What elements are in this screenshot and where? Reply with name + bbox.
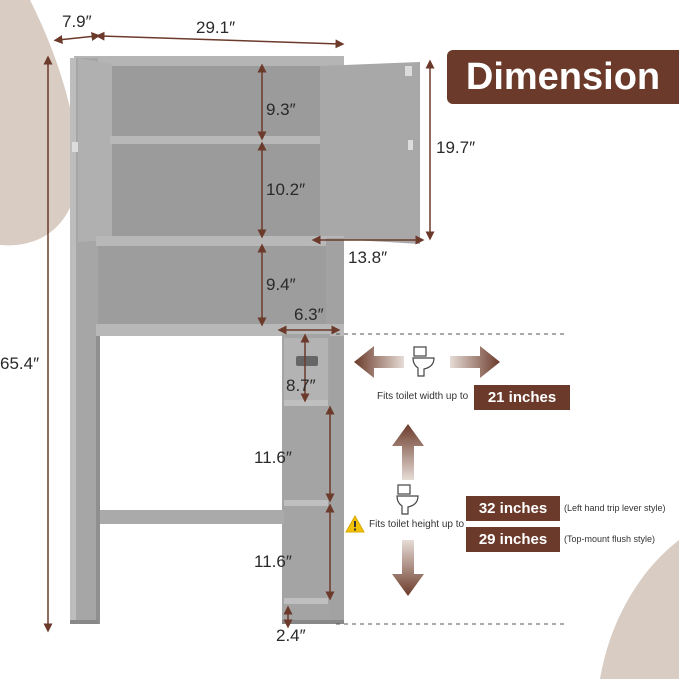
- decor-blob-topleft: [0, 0, 79, 246]
- decor-blob-bottomright: [600, 540, 679, 679]
- dim-depth: 7.9″: [62, 12, 92, 31]
- depth-line: [53, 31, 101, 45]
- page-title: Dimension: [447, 50, 679, 104]
- dim-width: 29.1″: [196, 18, 236, 37]
- dim-door-width: 13.8″: [348, 248, 388, 267]
- toilet-height-option2-value: 29 inches: [466, 527, 560, 552]
- warning-icon: [345, 515, 365, 533]
- dim-drawer-width: 6.3″: [294, 305, 324, 324]
- toilet-height-option2-note: (Top-mount flush style): [564, 534, 656, 544]
- toilet-icon: [412, 346, 435, 377]
- toilet-height-option1-note: (Left hand trip lever style): [564, 503, 666, 513]
- cabinet-left-door: [78, 58, 112, 242]
- dim-shelf-top: 9.3″: [266, 100, 296, 119]
- horizontal-arrow-icon: [354, 346, 500, 378]
- width-line: [95, 31, 345, 49]
- toilet-height-label: Fits toilet height up to: [369, 519, 465, 530]
- toilet-icon: [396, 484, 419, 515]
- cabinet-inner-shelf: [110, 136, 320, 144]
- open-shelf-back: [98, 246, 326, 326]
- dim-shelf-mid: 10.2″: [266, 180, 306, 199]
- dim-open-shelf: 9.4″: [266, 275, 296, 294]
- cabinet-bottom-shelf: [96, 236, 344, 246]
- cross-bar: [96, 510, 284, 524]
- toilet-width-label: Fits toilet width up to: [377, 391, 469, 402]
- cabinet-top: [74, 56, 344, 66]
- dim-cabinet-height: 19.7″: [436, 138, 476, 157]
- toilet-height-option1-value: 32 inches: [466, 496, 560, 521]
- cabinet-right-door: [320, 62, 420, 244]
- dim-drawer-height: 8.7″: [286, 376, 316, 395]
- dim-side-shelf-1: 11.6″: [254, 448, 292, 467]
- dim-side-shelf-2: 11.6″: [254, 552, 292, 571]
- dim-height: 65.4″: [0, 354, 40, 373]
- vertical-arrow-icon: [392, 424, 424, 596]
- cabinet-upper-back: [98, 66, 320, 238]
- dim-bottom-clearance: 2.4″: [276, 626, 306, 645]
- toilet-width-value: 21 inches: [474, 385, 570, 410]
